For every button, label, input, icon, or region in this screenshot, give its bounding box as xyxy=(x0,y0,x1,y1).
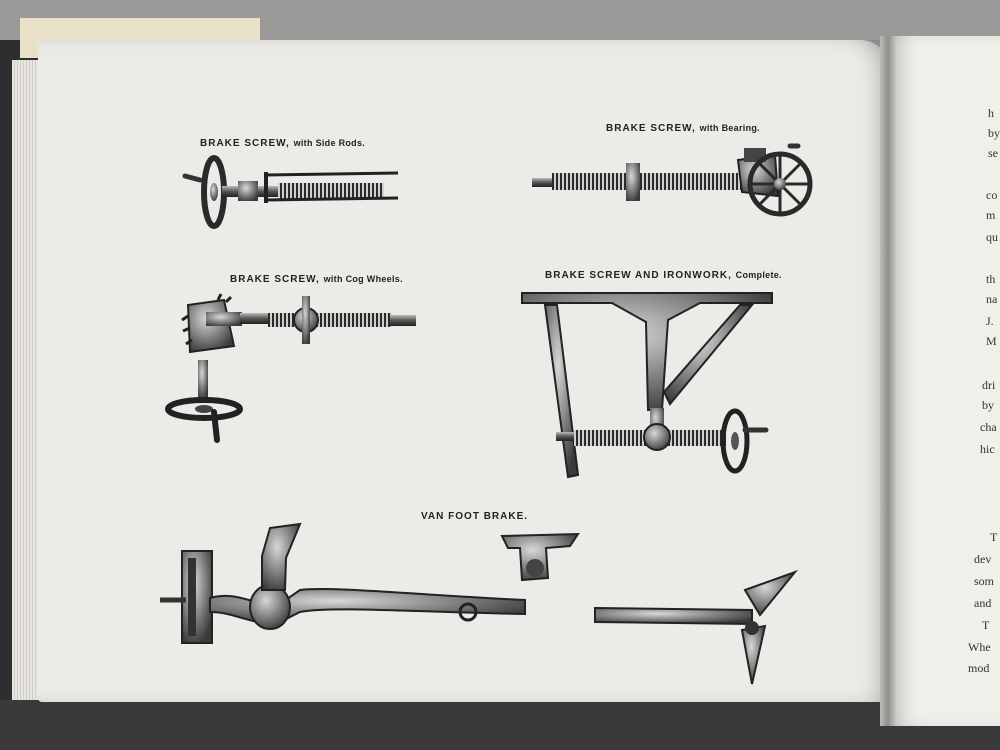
caption-van-foot-brake: VAN FOOT BRAKE. xyxy=(421,511,528,522)
caption-main: BRAKE SCREW AND IRONWORK, xyxy=(545,270,732,281)
text-fragment: T xyxy=(990,530,998,544)
text-fragment: by xyxy=(988,126,1000,140)
text-fragment: th xyxy=(986,272,996,286)
caption-main: BRAKE SCREW, xyxy=(200,138,290,149)
caption-sub: with Side Rods. xyxy=(293,138,366,148)
text-fragment: M xyxy=(986,334,997,348)
book-gutter xyxy=(880,36,896,726)
text-fragment: mod xyxy=(968,661,990,675)
text-fragment: som xyxy=(974,574,995,588)
text-fragment: m xyxy=(986,208,996,222)
illustration-cog-wheels xyxy=(165,293,416,443)
background-bottom xyxy=(0,700,1000,750)
text-fragment: cha xyxy=(980,420,997,434)
text-fragment: co xyxy=(986,188,998,202)
caption-sub: Complete. xyxy=(735,270,782,280)
caption-sub: with Cog Wheels. xyxy=(323,274,403,284)
text-fragment: h xyxy=(988,106,994,120)
illustration-side-rods xyxy=(182,155,399,229)
caption-main: VAN FOOT BRAKE. xyxy=(421,511,529,522)
text-fragment: qu xyxy=(986,230,998,244)
caption-main: BRAKE SCREW, xyxy=(606,123,696,134)
caption-sub: with Bearing. xyxy=(699,123,760,133)
text-fragment: and xyxy=(974,596,992,610)
right-page xyxy=(888,36,1000,726)
text-fragment: T xyxy=(982,618,990,632)
caption-main: BRAKE SCREW, xyxy=(230,274,320,285)
caption-brake-screw-ironwork: BRAKE SCREW AND IRONWORK, Complete. xyxy=(545,270,782,281)
text-fragment: na xyxy=(986,292,998,306)
caption-brake-screw-bearing: BRAKE SCREW, with Bearing. xyxy=(606,123,760,134)
text-fragment: hic xyxy=(980,442,995,456)
text-fragment: by xyxy=(982,398,994,412)
caption-brake-screw-side-rods: BRAKE SCREW, with Side Rods. xyxy=(200,138,365,149)
text-fragment: se xyxy=(988,146,998,160)
text-fragment: dev xyxy=(974,552,992,566)
illustration-ironwork xyxy=(521,292,773,479)
illustration-van-foot-brake xyxy=(160,522,799,685)
illustration-bearing xyxy=(532,143,813,217)
caption-brake-screw-cog-wheels: BRAKE SCREW, with Cog Wheels. xyxy=(230,274,403,285)
text-fragment: dri xyxy=(982,378,996,392)
text-fragment: Whe xyxy=(968,640,991,654)
text-fragment: J. xyxy=(986,314,994,328)
